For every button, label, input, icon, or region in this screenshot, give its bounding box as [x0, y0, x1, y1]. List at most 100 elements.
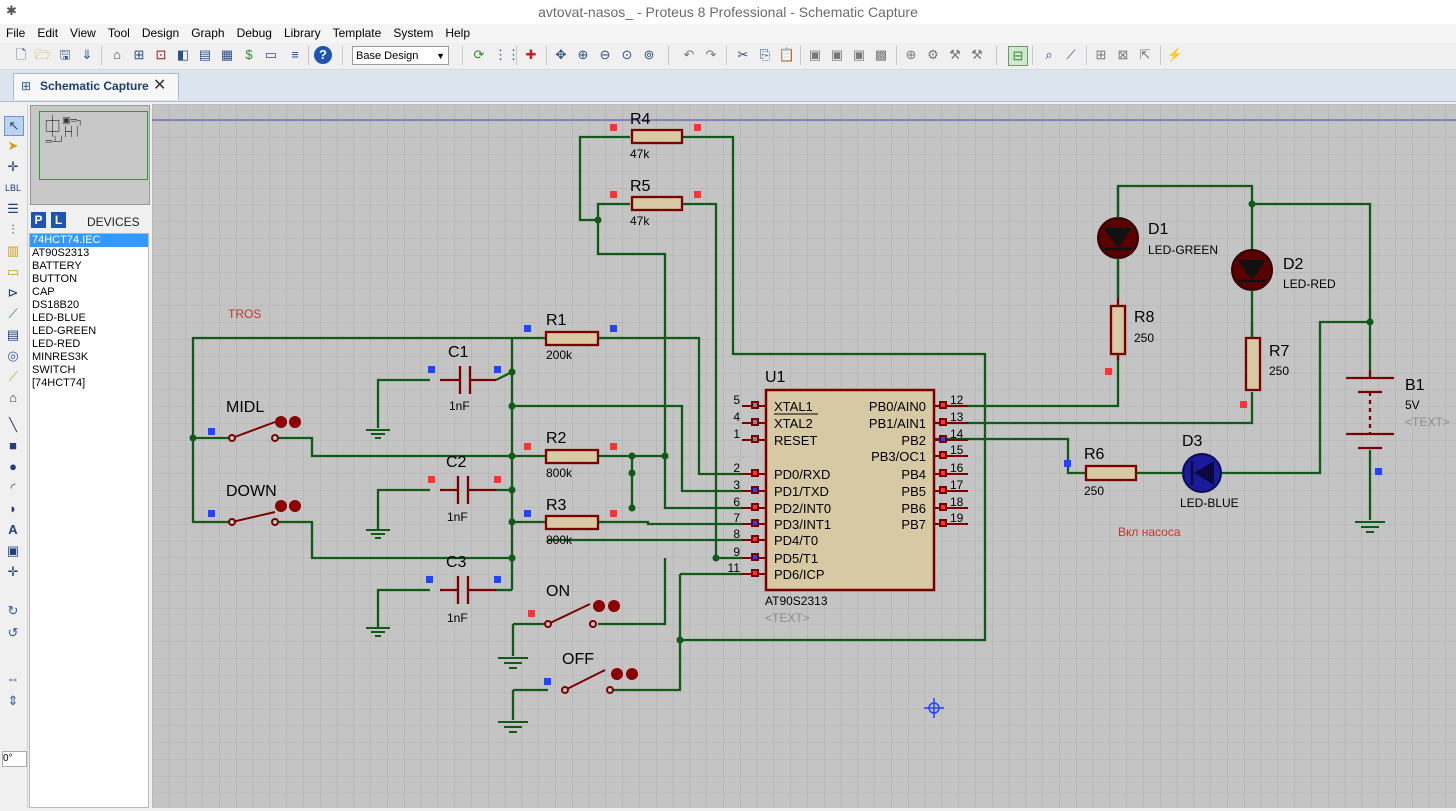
- cut-icon[interactable]: ✂: [737, 47, 749, 62]
- generator-icon[interactable]: ◎: [7, 348, 19, 363]
- menu-file[interactable]: File: [6, 26, 26, 40]
- zoom-in-icon[interactable]: ⊕: [577, 47, 589, 62]
- circle-tool-icon[interactable]: ●: [9, 459, 17, 474]
- pick-parts-button[interactable]: P: [31, 212, 46, 228]
- schematic-icon[interactable]: ⊞: [133, 47, 145, 62]
- menu-edit[interactable]: Edit: [37, 26, 59, 40]
- rotation-field[interactable]: 0°: [2, 751, 27, 767]
- terminals-icon[interactable]: ▭: [6, 264, 20, 279]
- device-item[interactable]: SWITCH: [32, 364, 76, 376]
- mirror-x-icon[interactable]: ⇔: [6, 671, 20, 686]
- block-move-icon[interactable]: ▣: [830, 47, 844, 62]
- symbol-tool-icon[interactable]: ▣: [6, 543, 20, 558]
- device-item[interactable]: DS18B20: [32, 299, 80, 311]
- property-tool-icon[interactable]: ⟋: [1066, 47, 1076, 62]
- tab-schematic-capture[interactable]: ⊞ Schematic Capture ✕: [13, 73, 179, 100]
- pan-icon[interactable]: ✥: [555, 47, 567, 62]
- voltage-probe-icon[interactable]: ⟋: [8, 369, 18, 384]
- search-icon[interactable]: ⌕: [1045, 47, 1053, 62]
- menu-view[interactable]: View: [70, 26, 96, 40]
- new-sheet-icon[interactable]: ⊞: [1095, 47, 1107, 62]
- copy-icon[interactable]: ⎘: [759, 47, 771, 62]
- bom-icon[interactable]: $: [245, 47, 253, 62]
- overview-viewport[interactable]: [39, 111, 148, 180]
- device-item[interactable]: BATTERY: [32, 260, 82, 272]
- grid-icon[interactable]: ⋮⋮: [494, 47, 520, 62]
- wire-autorouter-icon[interactable]: ⊟: [1008, 46, 1028, 66]
- undo-icon[interactable]: ↶: [683, 47, 695, 62]
- menu-graph[interactable]: Graph: [191, 26, 225, 40]
- vsm-icon[interactable]: ≡: [291, 47, 299, 62]
- tape-recorder-icon[interactable]: ▤: [6, 327, 20, 342]
- device-item[interactable]: 74HCT74.IEC: [30, 234, 148, 247]
- gerber-icon[interactable]: ▤: [198, 47, 212, 62]
- close-icon[interactable]: ✕: [153, 77, 167, 94]
- wire-label-icon[interactable]: LBL: [4, 183, 21, 193]
- package-tool-icon[interactable]: ⚒: [949, 47, 961, 62]
- buses-icon[interactable]: ⫶: [11, 222, 15, 237]
- block-copy-icon[interactable]: ▣: [808, 47, 822, 62]
- device-item[interactable]: LED-GREEN: [32, 325, 97, 337]
- subcircuit-icon[interactable]: ▥: [6, 243, 20, 258]
- device-item[interactable]: [74HCT74]: [32, 377, 86, 389]
- pick-device-icon[interactable]: ⊕: [905, 47, 917, 62]
- menu-tool[interactable]: Tool: [107, 26, 130, 40]
- new-file-icon[interactable]: 🗋: [15, 47, 27, 62]
- menu-debug[interactable]: Debug: [236, 26, 272, 40]
- overview-window[interactable]: ┌┼┐▣═┐└┼┘├┤│ ═┴┘: [30, 105, 150, 205]
- text-tool-icon[interactable]: A: [8, 522, 18, 537]
- design-explorer-icon[interactable]: ▦: [220, 47, 234, 62]
- zoom-all-icon[interactable]: ⊙: [621, 47, 633, 62]
- block-rotate-icon[interactable]: ▣: [852, 47, 866, 62]
- refresh-icon[interactable]: ⟳: [473, 47, 485, 62]
- device-item[interactable]: BUTTON: [32, 273, 78, 285]
- open-folder-icon[interactable]: 🗁: [34, 47, 52, 62]
- junction-dot-icon[interactable]: ✛: [7, 159, 19, 174]
- component-mode-icon[interactable]: ➤: [7, 138, 19, 153]
- device-item[interactable]: LED-BLUE: [32, 312, 86, 324]
- exit-to-parent-icon[interactable]: ⇱: [1139, 47, 1151, 62]
- device-item[interactable]: AT90S2313: [32, 247, 90, 259]
- arc-tool-icon[interactable]: ◜: [10, 480, 16, 495]
- device-item[interactable]: CAP: [32, 286, 55, 298]
- pcb-icon[interactable]: ⊡: [155, 47, 167, 62]
- menu-system[interactable]: System: [393, 26, 434, 40]
- marker-tool-icon[interactable]: ✛: [7, 564, 19, 579]
- home-icon[interactable]: ⌂: [113, 47, 121, 62]
- remove-sheet-icon[interactable]: ⊠: [1117, 47, 1129, 62]
- graph-icon[interactable]: ⟋: [8, 306, 18, 321]
- paste-icon[interactable]: 📋: [778, 47, 796, 62]
- menu-library[interactable]: Library: [283, 26, 321, 40]
- origin-icon[interactable]: ✚: [525, 47, 537, 62]
- design-select[interactable]: Base Design▼: [352, 46, 449, 65]
- path-tool-icon[interactable]: ◗: [9, 501, 17, 516]
- 3d-icon[interactable]: ◧: [176, 47, 190, 62]
- import-icon[interactable]: ⇓: [81, 47, 93, 62]
- virtual-instrument-icon[interactable]: ⌂: [9, 390, 17, 405]
- device-item[interactable]: MINRES3K: [32, 351, 89, 363]
- menu-template[interactable]: Template: [332, 26, 382, 40]
- block-delete-icon[interactable]: ▩: [874, 47, 888, 62]
- menu-design[interactable]: Design: [141, 26, 180, 40]
- zoom-area-icon[interactable]: ⊚: [643, 47, 655, 62]
- device-list[interactable]: 74HCT74.IEC AT90S2313 BATTERY BUTTON CAP…: [29, 233, 149, 808]
- zoom-out-icon[interactable]: ⊖: [599, 47, 611, 62]
- rotate-anticlockwise-icon[interactable]: ↺: [7, 625, 19, 640]
- text-script-icon[interactable]: ☰: [7, 201, 19, 216]
- device-pins-icon[interactable]: ⊳: [7, 285, 19, 300]
- electrical-check-icon[interactable]: ⚡: [1166, 47, 1184, 62]
- selection-mode-icon[interactable]: ↖: [4, 116, 24, 136]
- menu-help[interactable]: Help: [445, 26, 471, 40]
- redo-icon[interactable]: ↷: [705, 47, 717, 62]
- notes-icon[interactable]: ▭: [264, 47, 278, 62]
- box-tool-icon[interactable]: ■: [9, 438, 17, 453]
- device-item[interactable]: LED-RED: [32, 338, 81, 350]
- rotate-clockwise-icon[interactable]: ↻: [7, 603, 19, 618]
- line-tool-icon[interactable]: ╲: [9, 417, 17, 432]
- save-icon[interactable]: 🖫: [59, 47, 71, 62]
- decompose-icon[interactable]: ⚒: [971, 47, 983, 62]
- mirror-y-icon[interactable]: ⇕: [7, 693, 19, 708]
- make-device-icon[interactable]: ⚙: [927, 47, 939, 62]
- library-manager-button[interactable]: L: [51, 212, 66, 228]
